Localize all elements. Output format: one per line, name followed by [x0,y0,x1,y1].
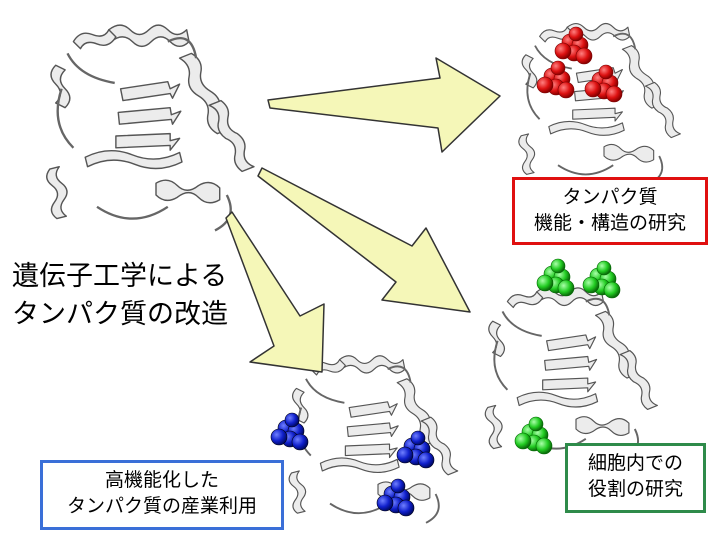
protein-original [45,23,256,232]
green-sphere-cluster-1 [536,258,575,297]
green-sphere-cluster-2 [582,260,621,299]
arrow-to-research [267,57,501,153]
protein-industrial [288,354,459,524]
research-label-line1: タンパク質 [562,186,658,208]
cellular-label-box: 細胞内での 役割の研究 [565,443,706,513]
industrial-label-line2: タンパク質の産業利用 [66,495,257,517]
industrial-label-box: 高機能化した タンパク質の産業利用 [40,460,284,530]
main-label-line2: タンパク質の改造 [12,299,228,330]
research-label-box: タンパク質 機能・構造の研究 [512,177,708,245]
protein-research [517,22,682,185]
main-label: 遺伝子工学による タンパク質の改造 [12,258,242,334]
research-label-line2: 機能・構造の研究 [533,212,686,234]
cellular-label-line2: 役割の研究 [587,478,683,500]
arrow-to-cellular [257,167,471,313]
cellular-label-line1: 細胞内での [587,452,683,474]
industrial-label-line1: 高機能化した [104,469,219,491]
red-sphere-cluster-2 [536,60,575,99]
protein-cellular [484,286,659,460]
main-label-line1: 遺伝子工学による [12,261,228,292]
green-sphere-cluster-3 [514,416,553,455]
arrow-to-industrial [225,211,325,373]
